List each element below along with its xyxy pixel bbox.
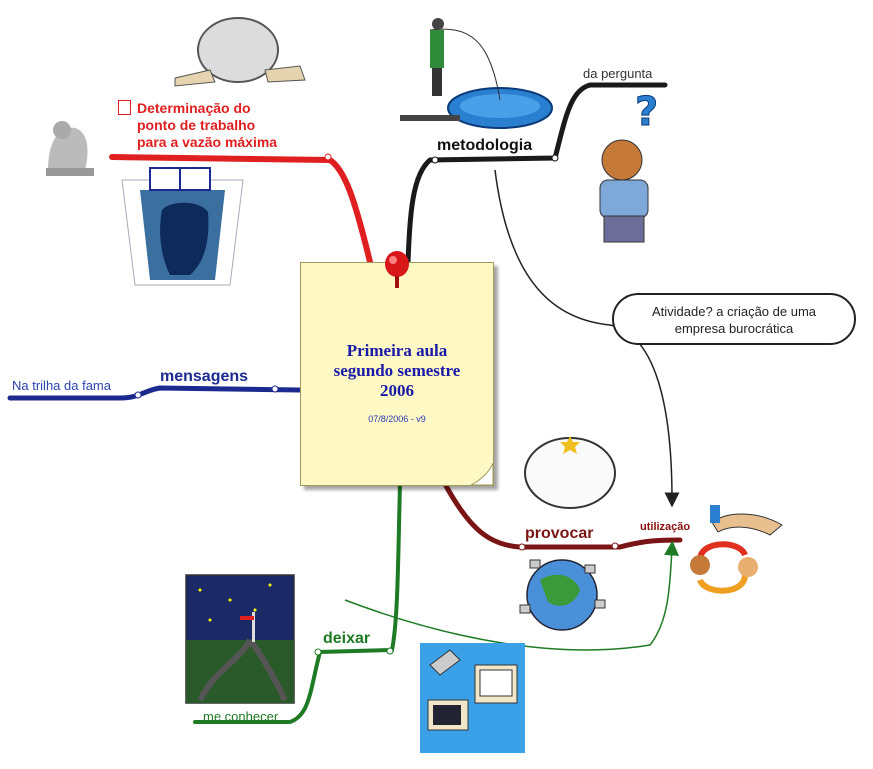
svg-text:?: ? bbox=[635, 89, 658, 135]
handshake-clipart bbox=[690, 505, 783, 594]
topic-determinacao[interactable]: Determinação do ponto de trabalho para a… bbox=[118, 100, 277, 151]
topic-deixar[interactable]: deixar bbox=[323, 630, 371, 647]
computer-satellite-clipart bbox=[420, 643, 525, 753]
page-curl-icon bbox=[471, 463, 493, 485]
central-title: Primeira aula segundo semestre 2006 bbox=[333, 341, 461, 400]
branch-mensagens bbox=[7, 385, 303, 401]
egg-clipart bbox=[524, 436, 616, 509]
topic-provocar[interactable]: provocar bbox=[525, 525, 594, 542]
relation-arrow-deixar bbox=[344, 540, 680, 651]
globe-clipart bbox=[519, 559, 606, 631]
callout-atividade[interactable]: Atividade? a criação de uma empresa buro… bbox=[612, 293, 856, 345]
central-subtitle: 07/8/2006 - v9 bbox=[368, 414, 426, 424]
branch-metodologia bbox=[405, 82, 668, 265]
topic-metodologia[interactable]: metodologia bbox=[437, 137, 533, 154]
branch-determinacao bbox=[109, 154, 373, 265]
thinker-clipart bbox=[46, 121, 94, 176]
subtopic-me-conhecer[interactable]: me conhecer bbox=[203, 709, 279, 724]
pushing-ball-clipart bbox=[174, 17, 306, 87]
subtopic-utilizacao[interactable]: utilização bbox=[640, 521, 691, 533]
night-crossroads-clipart bbox=[185, 574, 295, 704]
pushpin-icon bbox=[385, 251, 409, 288]
subtopic-da-pergunta[interactable]: da pergunta bbox=[583, 66, 653, 81]
book-head-clipart bbox=[121, 167, 244, 286]
confused-man-clipart: ? bbox=[599, 89, 659, 243]
subtopic-na-trilha-da-fama[interactable]: Na trilha da fama bbox=[12, 378, 111, 393]
document-note-icon[interactable] bbox=[118, 100, 131, 115]
central-topic[interactable]: Primeira aula segundo semestre 2006 07/8… bbox=[300, 262, 494, 486]
relation-arrow-metodologia bbox=[494, 169, 680, 508]
fishing-clipart bbox=[400, 18, 553, 129]
callout-text: Atividade? a criação de uma empresa buro… bbox=[651, 304, 817, 336]
topic-mensagens[interactable]: mensagens bbox=[160, 368, 249, 385]
